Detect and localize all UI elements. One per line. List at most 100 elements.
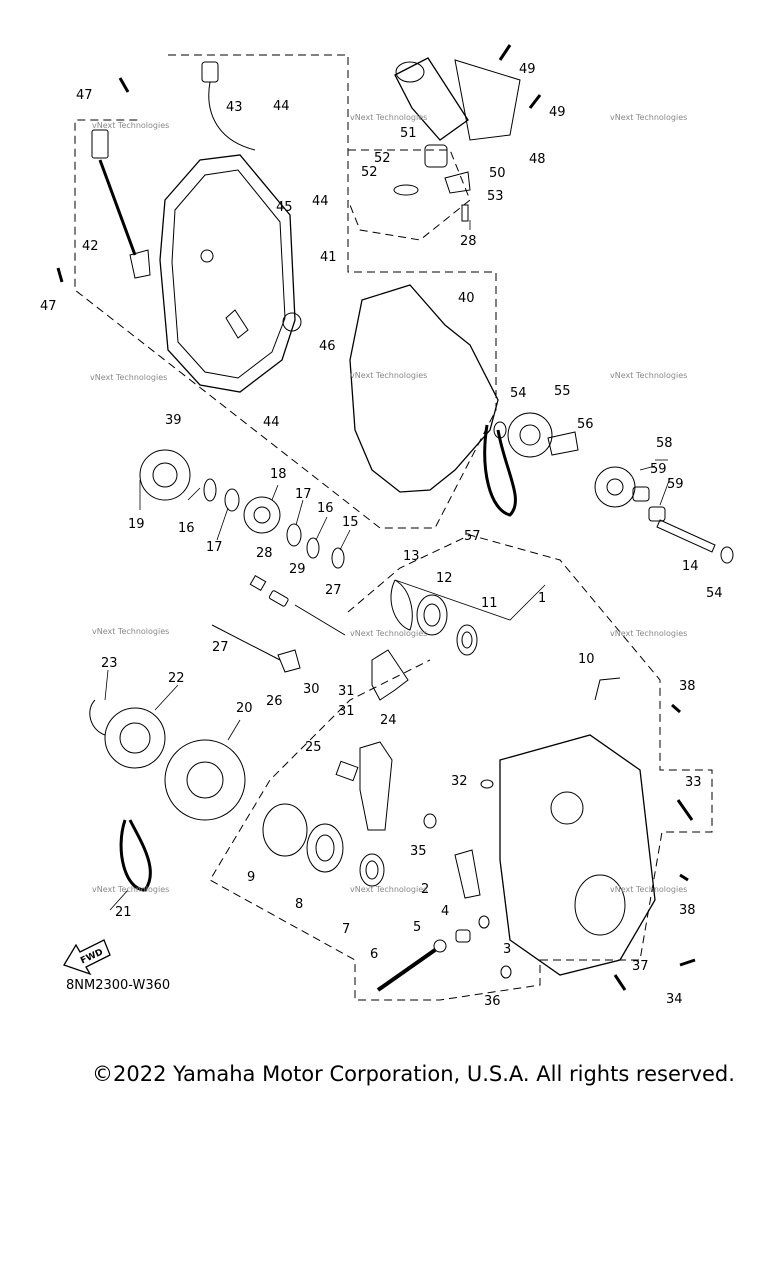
circlip-16b — [306, 537, 320, 559]
watermark: vNext Technologies — [92, 627, 169, 636]
clip-32 — [480, 779, 494, 789]
label: 1 — [538, 591, 546, 606]
label: 46 — [319, 339, 336, 354]
collar-4 — [455, 929, 471, 943]
chain-21 — [119, 819, 152, 892]
spring-28a — [249, 574, 267, 592]
label: 5 — [413, 920, 421, 935]
washer-17a — [224, 488, 240, 512]
group-outline-case — [209, 534, 713, 1001]
label: 57 — [464, 529, 481, 544]
watermark: vNext Technologies — [92, 121, 169, 130]
bolt-6 — [376, 948, 437, 992]
label: 17 — [295, 487, 312, 502]
label: 2 — [421, 882, 429, 897]
label: 10 — [578, 652, 595, 667]
shaft-27a — [294, 604, 346, 636]
label: 28 — [256, 546, 273, 561]
watermark: vNext Technologies — [350, 885, 427, 894]
circlip-15 — [331, 547, 345, 569]
watermark: vNext Technologies — [350, 629, 427, 638]
pin-29 — [268, 590, 289, 607]
label: 59 — [650, 462, 667, 477]
label: 49 — [549, 105, 566, 120]
label: 56 — [577, 417, 594, 432]
gear-58 — [594, 466, 636, 508]
label: 8 — [295, 897, 303, 912]
label: 29 — [289, 562, 306, 577]
circlip-16a — [203, 478, 217, 502]
label: 21 — [115, 905, 132, 920]
label: 31 — [338, 684, 355, 699]
label: 47 — [76, 88, 93, 103]
joint-26 — [277, 649, 301, 673]
label: 53 — [487, 189, 504, 204]
label: 23 — [101, 656, 118, 671]
chain-57 — [483, 424, 517, 517]
bolt-47b — [56, 267, 64, 283]
group-outline-motor — [347, 149, 471, 241]
shift-fork-30 — [371, 649, 409, 701]
gear-18 — [243, 496, 281, 534]
label: 20 — [236, 701, 253, 716]
label: 15 — [342, 515, 359, 530]
label: 32 — [451, 774, 468, 789]
label: 33 — [685, 775, 702, 790]
bolt-33 — [676, 799, 694, 821]
label: 50 — [489, 166, 506, 181]
label: 54 — [510, 386, 527, 401]
label: 55 — [554, 384, 571, 399]
label: 42 — [82, 239, 99, 254]
watermark: vNext Technologies — [350, 113, 427, 122]
label: 44 — [273, 99, 290, 114]
gear-19 — [139, 449, 191, 501]
label: 35 — [410, 844, 427, 859]
part-labels: 1 2 3 4 5 6 7 8 9 10 11 12 13 14 15 16 1… — [40, 62, 723, 1009]
label: 49 — [519, 62, 536, 77]
washer-3 — [478, 915, 490, 929]
bolt-34 — [679, 958, 696, 967]
label: 11 — [481, 596, 498, 611]
label: 45 — [276, 200, 293, 215]
label: 44 — [312, 194, 329, 209]
label: 4 — [441, 904, 449, 919]
sprocket-55 — [507, 412, 553, 458]
dog-56 — [547, 431, 579, 456]
label: 19 — [128, 517, 145, 532]
bushing-59b — [648, 506, 666, 522]
bolt-38b — [679, 873, 689, 882]
label: 31 — [338, 704, 355, 719]
transmission-case — [454, 734, 656, 976]
bolt-49a — [498, 44, 512, 61]
label: 3 — [503, 942, 511, 957]
label: 30 — [303, 682, 320, 697]
shaft-27b — [211, 624, 281, 661]
label: 6 — [370, 947, 378, 962]
bolt-38a — [671, 703, 681, 714]
label: 17 — [206, 540, 223, 555]
label: 39 — [165, 413, 182, 428]
diagram-code: 8NM2300-W360 — [66, 978, 171, 993]
group-outline-cover — [74, 54, 497, 529]
label: 16 — [178, 521, 195, 536]
label: 40 — [458, 291, 475, 306]
label: 9 — [247, 870, 255, 885]
label: 59 — [667, 477, 684, 492]
bolt-37 — [613, 974, 627, 991]
washer-54b — [720, 546, 734, 564]
label: 22 — [168, 671, 185, 686]
side-cover — [159, 154, 302, 393]
label: 14 — [682, 559, 699, 574]
watermark: vNext Technologies — [610, 629, 687, 638]
copyright-notice: ©2022 Yamaha Motor Corporation, U.S.A. A… — [92, 1062, 735, 1086]
label: 51 — [400, 126, 417, 141]
nut-35 — [423, 813, 437, 829]
watermarks: vNext Technologies vNext Technologies vN… — [90, 113, 687, 894]
label: 28 — [460, 234, 477, 249]
label: 52 — [374, 151, 391, 166]
watermark: vNext Technologies — [610, 371, 687, 380]
label: 13 — [403, 549, 420, 564]
label: 34 — [666, 992, 683, 1007]
bushing-59a — [632, 486, 650, 502]
label: 12 — [436, 571, 453, 586]
